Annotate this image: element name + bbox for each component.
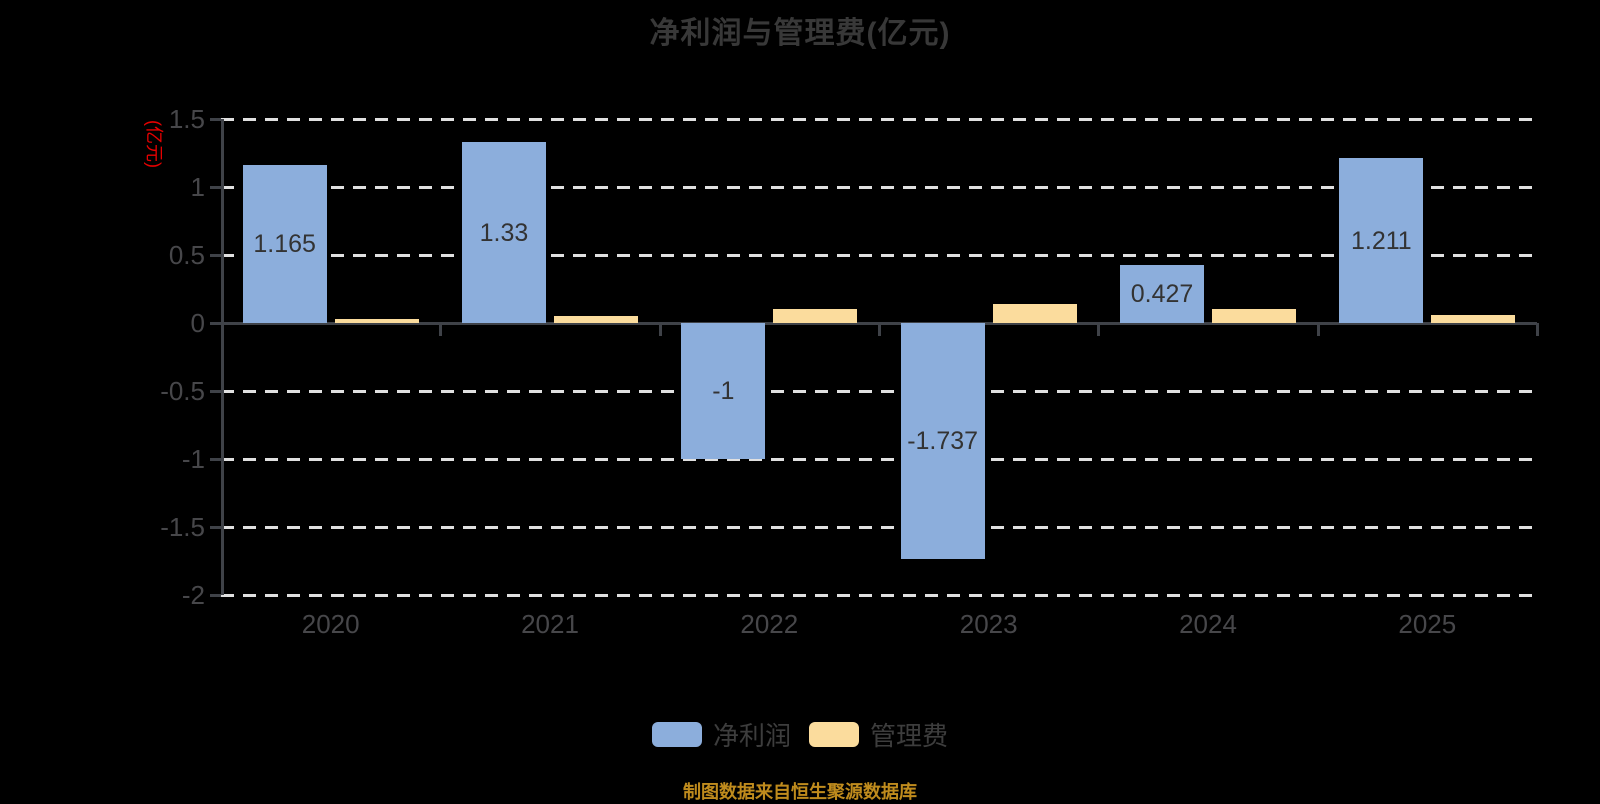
y-axis-tick — [210, 390, 221, 393]
x-axis-tick — [1097, 323, 1101, 336]
bar-value-label-net-profit-2024: 0.427 — [1130, 279, 1194, 308]
legend: 净利润 管理费 — [0, 716, 1600, 753]
x-axis-tick — [1536, 323, 1539, 336]
y-axis-tick-label: -1.5 — [160, 512, 205, 542]
bar-value-label-net-profit-2022: -1 — [712, 377, 735, 405]
y-axis-tick — [210, 118, 221, 121]
y-axis-tick — [210, 526, 221, 529]
x-axis-label-2024: 2024 — [1179, 609, 1237, 639]
bar-net-profit-2024 — [1120, 264, 1204, 323]
legend-item-mgmt-fee[interactable]: 管理费 — [809, 716, 948, 753]
x-axis-tick — [439, 323, 443, 336]
y-axis-tick — [210, 322, 221, 325]
gridline — [221, 254, 1537, 257]
bar-mgmt-fee-2025 — [1431, 314, 1516, 323]
bar-mgmt-fee-2020 — [334, 318, 419, 323]
bar-mgmt-fee-2022 — [773, 309, 858, 323]
x-axis-tick — [1316, 323, 1320, 336]
bar-mgmt-fee-2024 — [1212, 309, 1296, 323]
bar-value-label-net-profit-2021: 1.33 — [479, 218, 529, 247]
y-axis-line — [221, 119, 224, 595]
source-note: 制图数据来自恒生聚源数据库 — [683, 782, 917, 802]
bar-net-profit-2023 — [900, 323, 985, 560]
y-axis-tick-label: 0.5 — [168, 240, 205, 270]
gridline — [221, 390, 1537, 393]
gridline — [221, 458, 1537, 461]
bar-mgmt-fee-2023 — [992, 303, 1077, 323]
bar-mgmt-fee-2021 — [554, 316, 638, 323]
y-axis-tick-label: -0.5 — [160, 376, 205, 406]
bar-net-profit-2025 — [1339, 158, 1424, 323]
bar-value-label-net-profit-2025: 1.211 — [1350, 226, 1412, 255]
x-axis-label-2022: 2022 — [740, 609, 799, 639]
y-axis-tick — [210, 458, 221, 461]
legend-item-net-profit[interactable]: 净利润 — [651, 716, 791, 753]
gridline — [221, 118, 1537, 121]
gridline — [221, 594, 1537, 597]
bar-net-profit-2021 — [462, 142, 546, 323]
bar-net-profit-2020 — [242, 164, 327, 323]
legend-label-net-profit: 净利润 — [712, 721, 791, 751]
y-axis-tick — [210, 254, 221, 257]
y-axis-tick — [210, 186, 221, 189]
bar-value-label-net-profit-2020: 1.165 — [253, 229, 316, 258]
y-axis-tick-label: -1 — [181, 444, 205, 474]
bar-value-label-net-profit-2023: -1.737 — [907, 427, 979, 456]
legend-swatch-mgmt-fee — [809, 722, 859, 747]
legend-label-mgmt-fee: 管理费 — [870, 721, 949, 751]
x-axis-tick — [878, 323, 881, 336]
legend-swatch-net-profit — [651, 722, 702, 747]
gridline — [221, 186, 1537, 189]
x-axis-label-2023: 2023 — [959, 609, 1018, 639]
x-axis-label-2025: 2025 — [1398, 609, 1457, 639]
y-axis-tick-label: 1 — [190, 172, 205, 202]
y-axis-tick-label: -2 — [181, 580, 205, 610]
y-axis-tick-label: 0 — [190, 308, 205, 338]
y-axis-tick — [210, 594, 221, 597]
bar-net-profit-2022 — [681, 323, 766, 459]
x-axis-label-2020: 2020 — [301, 609, 360, 639]
x-axis-tick — [658, 323, 662, 336]
gridline — [221, 526, 1537, 529]
y-axis-tick-label: 1.5 — [168, 104, 205, 134]
x-axis-label-2021: 2021 — [521, 609, 579, 639]
chart-title: 净利润与管理费(亿元) — [649, 17, 951, 50]
